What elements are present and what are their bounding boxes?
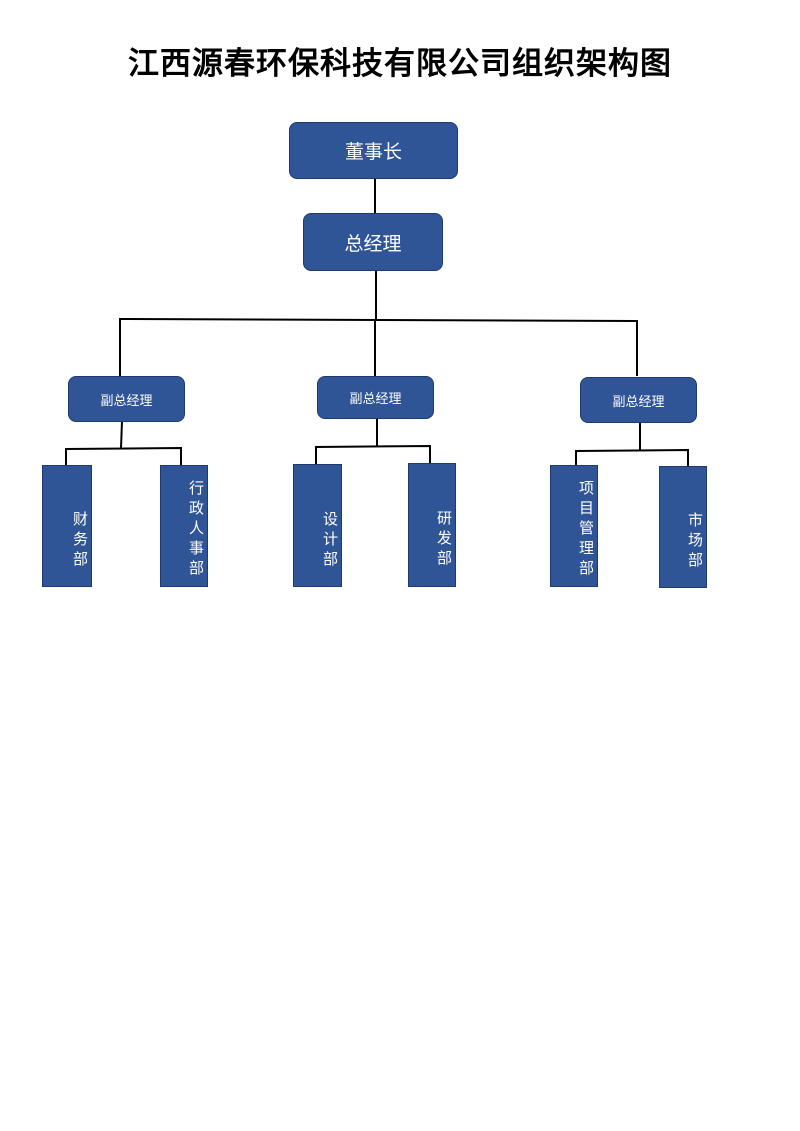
connector-vp3-bar bbox=[575, 448, 689, 466]
chairman-box: 董事长 bbox=[289, 122, 458, 179]
connector-vp1-bar bbox=[65, 446, 182, 465]
vice-manager-box-3: 副总经理 bbox=[580, 377, 697, 423]
department-finance: 财务部 bbox=[42, 465, 92, 587]
department-label: 行政人事部 bbox=[187, 480, 205, 580]
vice-manager-box-1: 副总经理 bbox=[68, 376, 185, 422]
vice-manager-label: 副总经理 bbox=[612, 394, 665, 410]
department-label: 项目管理部 bbox=[577, 480, 595, 580]
chart-title: 江西源春环保科技有限公司组织架构图 bbox=[128, 46, 672, 82]
vice-manager-label: 副总经理 bbox=[349, 392, 402, 407]
connector-vp1-down bbox=[120, 420, 123, 449]
department-admin-hr: 行政人事部 bbox=[160, 465, 208, 587]
department-label: 研发部 bbox=[435, 510, 453, 570]
department-label: 财务部 bbox=[71, 511, 89, 571]
department-marketing: 市场部 bbox=[659, 466, 707, 588]
chairman-label: 董事长 bbox=[344, 141, 402, 163]
department-design: 设计部 bbox=[293, 464, 342, 587]
vice-manager-box-2: 副总经理 bbox=[317, 376, 434, 419]
department-label: 市场部 bbox=[686, 512, 704, 572]
department-rnd: 研发部 bbox=[408, 463, 456, 587]
department-project-management: 项目管理部 bbox=[550, 465, 598, 587]
general-manager-box: 总经理 bbox=[303, 213, 443, 271]
general-manager-label: 总经理 bbox=[344, 232, 402, 255]
vice-manager-label: 副总经理 bbox=[100, 393, 153, 409]
connector-vp2-bar bbox=[315, 444, 431, 464]
department-label: 设计部 bbox=[321, 510, 339, 571]
connector-vp-bar bbox=[119, 317, 638, 376]
